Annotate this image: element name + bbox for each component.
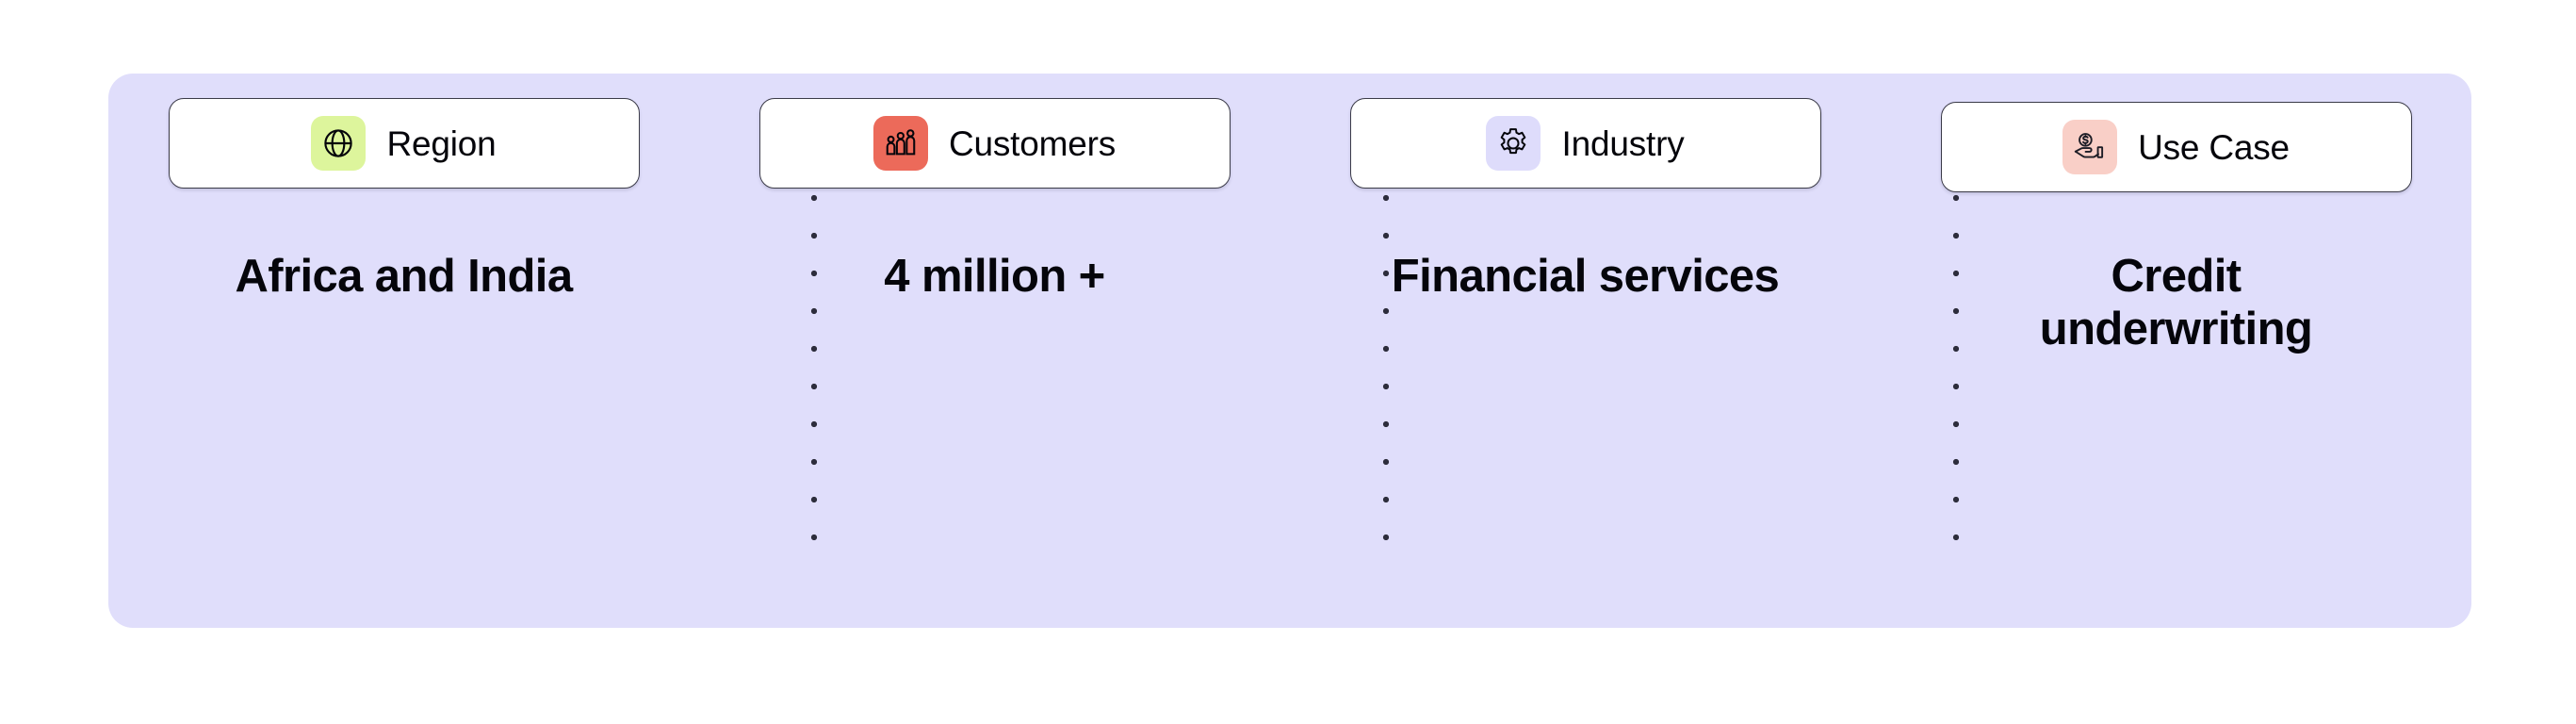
chip-label-industry: Industry <box>1561 123 1685 163</box>
globe-icon-badge <box>311 116 367 171</box>
chip-use-case[interactable]: Use Case <box>1940 102 2412 192</box>
summary-columns: Region Africa and India <box>108 74 2471 628</box>
hand-holding-coin-icon <box>2074 133 2104 158</box>
chip-label-use-case: Use Case <box>2138 127 2290 167</box>
value-industry: Financial services <box>1391 251 1780 302</box>
gear-icon-badge <box>1486 116 1541 171</box>
chip-region[interactable]: Region <box>168 98 640 189</box>
value-region: Africa and India <box>235 251 574 302</box>
column-divider-3 <box>1952 156 1960 552</box>
column-divider-1 <box>810 156 818 552</box>
value-use-case: Credit underwriting <box>2039 251 2313 354</box>
summary-column-use-case: Use Case Credit underwriting <box>1881 74 2471 628</box>
summary-column-customers: Customers 4 million + <box>699 74 1290 628</box>
value-customers: 4 million + <box>884 251 1105 302</box>
summary-column-region: Region Africa and India <box>108 74 699 628</box>
chip-label-region: Region <box>386 123 497 163</box>
hand-holding-coin-icon-badge <box>2062 120 2118 174</box>
summary-column-industry: Industry Financial services <box>1290 74 1881 628</box>
chip-customers[interactable]: Customers <box>758 98 1231 189</box>
gear-icon <box>1501 128 1526 155</box>
chip-industry[interactable]: Industry <box>1349 98 1821 189</box>
globe-icon <box>324 129 353 157</box>
column-divider-2 <box>1382 156 1390 552</box>
people-group-icon-badge <box>872 116 928 171</box>
people-group-icon <box>886 129 916 156</box>
summary-panel: Region Africa and India <box>108 74 2471 628</box>
chip-label-customers: Customers <box>948 123 1117 163</box>
